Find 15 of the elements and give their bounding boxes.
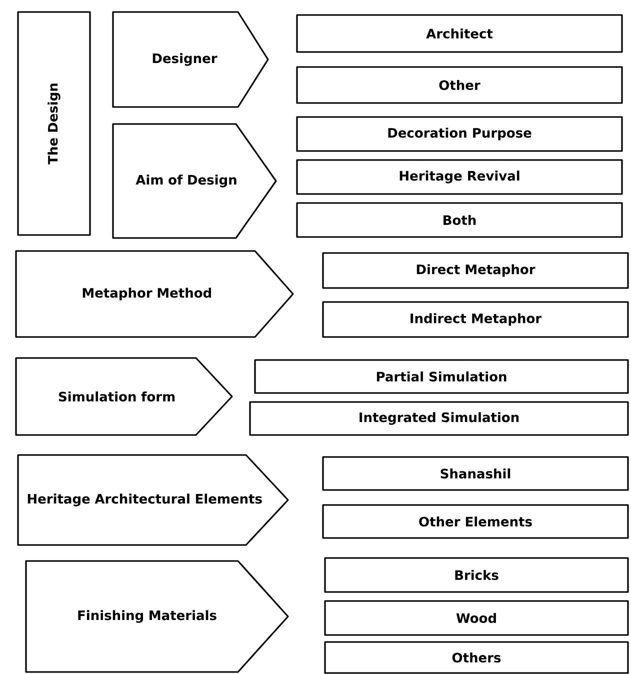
category-box: The Design <box>17 11 91 236</box>
option-box: Architect <box>296 14 623 53</box>
option-box: Heritage Revival <box>296 159 623 195</box>
option-box: Indirect Metaphor <box>322 301 629 338</box>
option-box: Bricks <box>324 557 629 593</box>
option-box: Other <box>296 66 623 104</box>
option-box: Decoration Purpose <box>296 116 623 152</box>
option-box: Direct Metaphor <box>322 252 629 289</box>
option-box: Wood <box>324 600 629 636</box>
option-box: Other Elements <box>322 504 629 539</box>
option-box: Partial Simulation <box>254 359 629 394</box>
option-box: Integrated Simulation <box>249 401 629 436</box>
option-box: Shanashil <box>322 456 629 491</box>
option-box: Others <box>324 641 629 674</box>
option-box: Both <box>296 202 623 238</box>
